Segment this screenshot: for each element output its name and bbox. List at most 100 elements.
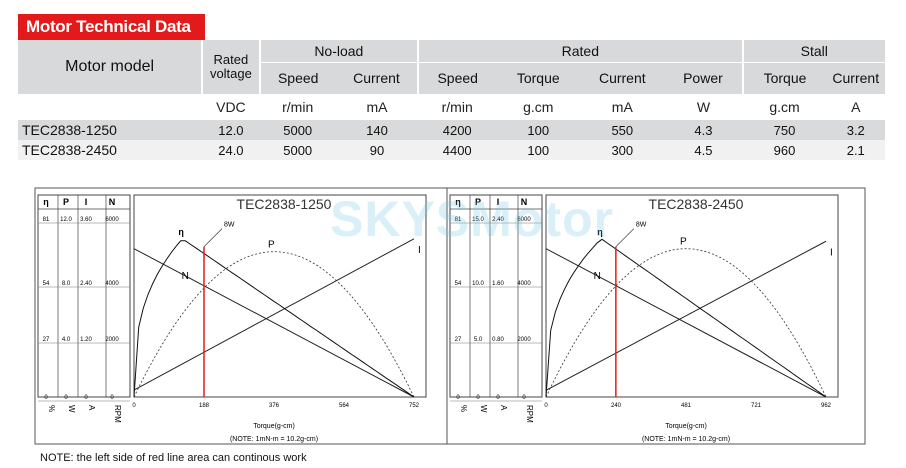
table-cell: 2.1 [826, 140, 885, 160]
scale-value: 0 [456, 395, 460, 401]
scale-value: 27 [43, 337, 50, 343]
scale-value: 81 [43, 217, 50, 223]
footer-note: NOTE: the left side of red line area can… [40, 452, 307, 464]
table-cell: 140 [335, 120, 419, 140]
table-cell: 90 [335, 140, 419, 160]
col-header: Current [353, 70, 400, 87]
table-cell: 300 [580, 140, 665, 160]
x-tick-label: 240 [611, 403, 622, 409]
rated-label: 8W [224, 222, 235, 229]
chart-frame [34, 187, 454, 445]
table-row: TEC2838-1250 12.0 5000 140 4200 100 550 … [18, 120, 885, 140]
x-tick-label: 564 [339, 403, 350, 409]
scale-value: 0 [84, 395, 88, 401]
scale-unit: RPM [113, 405, 122, 423]
header-stall: Stall [741, 40, 885, 62]
scale-header: I [497, 197, 500, 207]
scale-value: 0 [44, 395, 48, 401]
scale-value: 27 [455, 337, 462, 343]
chart-note: (NOTE: 1mN-m = 10.2g-cm) [230, 436, 318, 443]
col-header: Power [683, 70, 723, 87]
scale-value: 10.0 [472, 281, 484, 287]
speed-label: N [594, 271, 601, 282]
scale-value: 8.0 [62, 281, 71, 287]
efficiency-curve [545, 238, 827, 398]
scale-value: 4000 [517, 281, 531, 287]
chart-title: TEC2838-2450 [649, 196, 744, 212]
col-header: Speed [417, 62, 497, 94]
x-tick-label: 188 [199, 403, 210, 409]
current-line [133, 238, 415, 391]
scale-header: N [109, 197, 116, 207]
col-header: Current [598, 70, 646, 87]
scale-unit: A [87, 405, 96, 411]
table-cell: 3.2 [826, 120, 885, 140]
scale-unit: W [479, 405, 488, 413]
efficiency-label: η [178, 227, 184, 237]
power-curve [545, 248, 827, 398]
table-cell: 100 [496, 140, 581, 160]
scale-value: 54 [43, 281, 50, 287]
scale-value: 0 [64, 395, 68, 401]
rated-arrow [615, 228, 635, 247]
table-cell: 750 [742, 120, 827, 140]
current-label: I [418, 245, 421, 256]
col-header: Torque [741, 62, 827, 94]
col-header: Speed [258, 62, 336, 94]
unit-cell: VDC [216, 99, 246, 115]
x-tick-label: 962 [821, 403, 832, 409]
scale-value: 2.40 [80, 281, 92, 287]
unit-cell: g.cm [523, 99, 554, 115]
scale-header: η [455, 197, 461, 207]
unit-cell: mA [611, 99, 633, 115]
header-model: Motor model [65, 58, 155, 75]
table-cell: 4.5 [664, 140, 743, 160]
table-row: TEC2838-2450 24.0 5000 90 4400 100 300 4… [18, 140, 885, 160]
unit-cell: A [851, 99, 861, 115]
table-cell: 550 [580, 120, 665, 140]
table-cell: 5000 [259, 140, 336, 160]
scale-value: 81 [455, 217, 462, 223]
plot-frame [133, 194, 427, 398]
header-rated: Rated [417, 40, 743, 62]
table-cell: 4.3 [664, 120, 743, 140]
table-cell: 4400 [418, 140, 497, 160]
x-tick-label: 721 [751, 403, 762, 409]
scale-unit: % [459, 405, 468, 412]
chart-frame [446, 187, 866, 445]
scale-value: 2000 [517, 337, 531, 343]
table-cell: 12.0 [202, 120, 260, 140]
plot-frame [545, 194, 839, 398]
scale-value: 6000 [517, 217, 531, 223]
chart-note: (NOTE: 1mN-m = 10.2g-cm) [642, 436, 730, 443]
scale-value: 2.40 [492, 217, 504, 223]
rated-label: 8W [636, 222, 647, 229]
scale-value: 3.60 [80, 217, 92, 223]
scale-value: 0 [522, 395, 526, 401]
scale-value: 4.0 [62, 337, 71, 343]
scale-value: 12.0 [60, 217, 72, 223]
scale-header: I [85, 197, 88, 207]
scale-header: P [63, 197, 69, 207]
col-header: Torque [516, 70, 560, 87]
table-cell: 4200 [418, 120, 497, 140]
scale-unit: W [67, 405, 76, 413]
scale-value: 6000 [105, 217, 119, 223]
current-line [545, 240, 827, 391]
section-title: Motor Technical Data [18, 14, 205, 40]
scale-value: 0 [476, 395, 480, 401]
scale-value: 0 [496, 395, 500, 401]
scale-header: N [521, 197, 528, 207]
scale-frame [449, 194, 543, 398]
current-label: I [830, 247, 833, 258]
scale-value: 15.0 [472, 217, 484, 223]
scale-value: 5.0 [474, 337, 483, 343]
scale-value: 2000 [105, 337, 119, 343]
scale-value: 1.60 [492, 281, 504, 287]
rated-arrow [203, 228, 223, 247]
chart-title: TEC2838-1250 [237, 196, 332, 212]
scale-value: 0.80 [492, 337, 504, 343]
speed-label: N [182, 271, 189, 282]
